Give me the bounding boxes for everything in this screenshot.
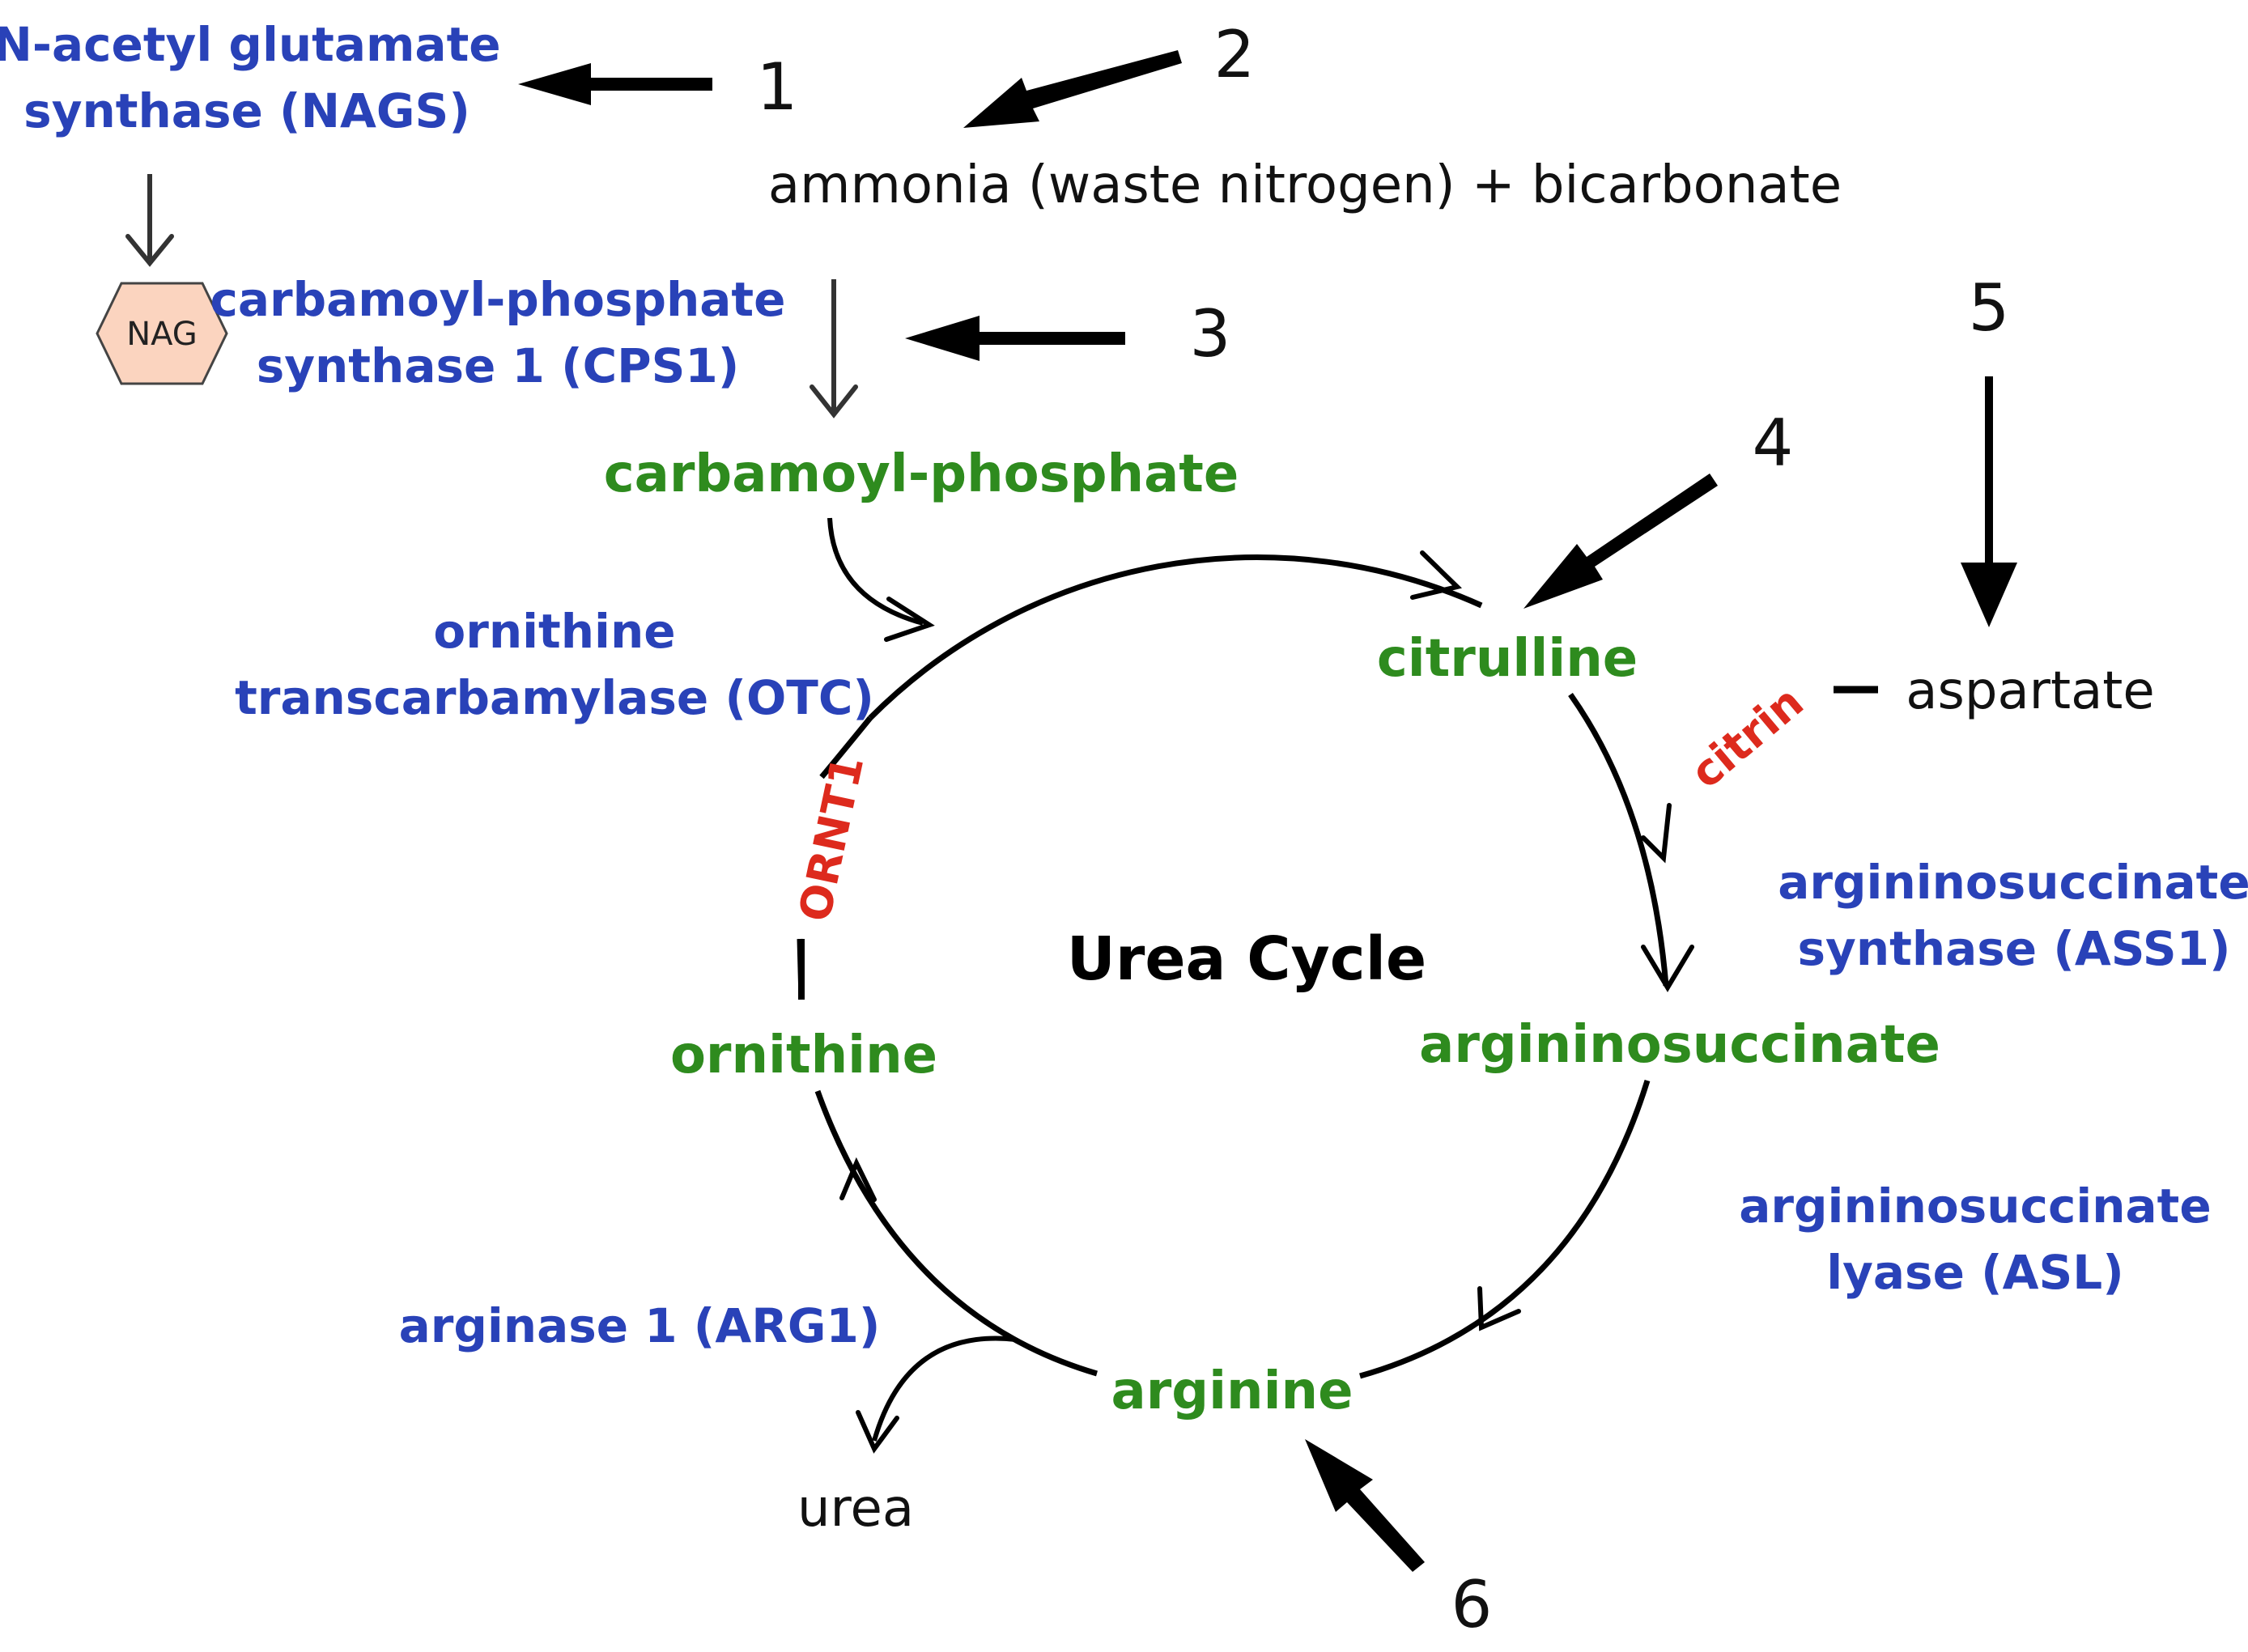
nags-down-arrowhead xyxy=(125,234,174,267)
marker-5: 5 xyxy=(1969,270,2010,346)
pointer-arrow-1 xyxy=(518,63,712,105)
ammonia-bicarbonate-label: ammonia (waste nitrogen) + bicarbonate xyxy=(768,155,1842,215)
pointer-arrow-2 xyxy=(963,50,1182,128)
cycle-ring xyxy=(797,554,1669,1379)
otc-label-line1: ornithine xyxy=(433,604,675,659)
nags-label-line2: synthase (NAGS) xyxy=(23,83,470,138)
argininosuccinate-label: argininosuccinate xyxy=(1419,1015,1940,1075)
cps1-down-arrowhead xyxy=(810,384,858,418)
nag-hexagon: NAG xyxy=(96,282,228,385)
cycle-arc-ornt1-to-top xyxy=(819,716,873,779)
nag-label: NAG xyxy=(126,316,198,353)
pointer-arrows xyxy=(518,50,2017,1572)
urea-cycle-title: Urea Cycle xyxy=(1067,924,1426,994)
arrowhead-ornithine xyxy=(839,1157,877,1202)
urea-release-arrowhead xyxy=(856,1410,899,1454)
cycle-arc-citrulline-to-argininosuccinate xyxy=(1568,692,1669,987)
marker-1: 1 xyxy=(757,49,798,125)
marker-6: 6 xyxy=(1451,1567,1493,1642)
arg1-label: arginase 1 (ARG1) xyxy=(399,1298,881,1353)
cps1-label-line1: carbamoyl-phosphate xyxy=(210,272,785,327)
enzyme-labels: N-acetyl glutamate synthase (NAGS) carba… xyxy=(0,17,2248,1353)
aspartate-label: aspartate xyxy=(1906,661,2155,721)
pointer-arrow-3 xyxy=(905,316,1125,361)
asl-label-line2: lyase (ASL) xyxy=(1826,1245,2124,1300)
arrowhead-citrulline xyxy=(1410,550,1462,600)
arginine-label: arginine xyxy=(1111,1361,1353,1421)
marker-4: 4 xyxy=(1753,406,1794,481)
pointer-arrow-5 xyxy=(1961,376,2017,627)
marker-3: 3 xyxy=(1190,296,1231,372)
carbamoyl-phosphate-feed-arrowhead xyxy=(884,597,935,642)
cycle-arrowheads xyxy=(839,550,1694,1331)
number-markers: 1 2 3 4 5 6 xyxy=(757,17,2010,1642)
cycle-arc-argininosuccinate-to-arginine xyxy=(1359,1079,1651,1379)
citrin-label: citrin xyxy=(1681,676,1813,798)
urea-label: urea xyxy=(797,1479,914,1539)
asl-label-line1: argininosuccinate xyxy=(1739,1178,2211,1234)
arrowhead-arginine xyxy=(1477,1286,1521,1331)
ornt1-label: ORNT1 xyxy=(789,751,874,926)
marker-2: 2 xyxy=(1214,17,1256,92)
carbamoyl-phosphate-feed-arrow xyxy=(827,517,924,626)
cycle-arc-arginine-to-ornithine xyxy=(814,1089,1098,1377)
carbamoyl-phosphate-label: carbamoyl-phosphate xyxy=(604,444,1239,504)
ass1-label-line2: synthase (ASS1) xyxy=(1797,921,2230,976)
metabolite-labels: carbamoyl-phosphate citrulline argininos… xyxy=(604,444,1940,1421)
arrowhead-argininosuccinate xyxy=(1641,945,1694,992)
ornithine-label: ornithine xyxy=(670,1026,937,1085)
pointer-arrow-6 xyxy=(1305,1439,1425,1572)
substrate-labels: ammonia (waste nitrogen) + bicarbonate a… xyxy=(768,155,2155,1539)
cps1-label-line2: synthase 1 (CPS1) xyxy=(257,338,740,393)
cycle-arc-otc-to-citrulline xyxy=(868,554,1483,720)
citrulline-label: citrulline xyxy=(1377,629,1638,689)
ass1-label-line1: argininosuccinate xyxy=(1778,855,2248,910)
arrowhead-citrin xyxy=(1641,803,1672,864)
otc-label-line2: transcarbamylase (OTC) xyxy=(235,670,874,725)
transporter-labels: citrin ORNT1 xyxy=(789,676,1813,926)
urea-release-arrow xyxy=(872,1336,1017,1442)
pointer-arrow-4 xyxy=(1523,474,1718,609)
nag-hexagon-shape xyxy=(96,282,228,385)
nags-label-line1: N-acetyl glutamate xyxy=(0,17,501,72)
